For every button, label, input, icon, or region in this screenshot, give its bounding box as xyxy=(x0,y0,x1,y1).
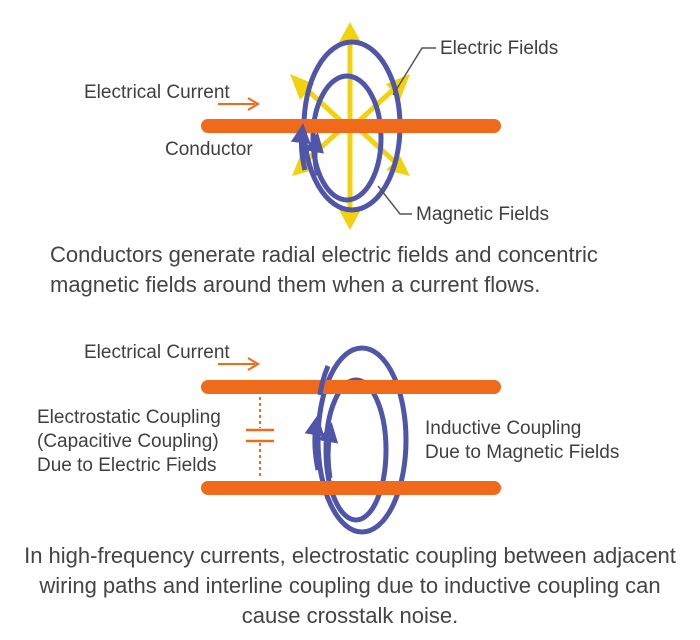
caption-bottom: In high-frequency currents, electrostati… xyxy=(24,543,676,628)
conductor-label: Conductor xyxy=(165,139,253,160)
diagram-two-conductors: Electrical Current Electrostatic Couplin… xyxy=(37,342,619,535)
electric-fields-label: Electric Fields xyxy=(440,38,558,59)
magnetic-field-direction-arrows xyxy=(290,123,324,176)
current-arrow-icon xyxy=(218,357,260,371)
electrostatic-label-line1: Electrostatic Coupling xyxy=(37,407,221,428)
capacitor-symbol-icon xyxy=(246,397,274,478)
current-label: Electrical Current xyxy=(84,82,230,103)
magnetic-field-direction-arrows xyxy=(304,365,339,479)
magnetic-fields-label: Magnetic Fields xyxy=(416,204,549,225)
leader-lines xyxy=(377,47,436,215)
diagram-single-conductor: Electrical Current Conductor xyxy=(84,22,558,230)
electrostatic-label-line2: (Capacitive Coupling) xyxy=(37,431,219,452)
inductive-label-line2: Due to Magnetic Fields xyxy=(425,442,619,463)
current-label: Electrical Current xyxy=(84,342,230,363)
current-arrow-icon xyxy=(218,97,260,111)
electrostatic-label-line3: Due to Electric Fields xyxy=(37,455,217,476)
inductive-label-line1: Inductive Coupling xyxy=(425,418,581,439)
caption-top: Conductors generate radial electric fiel… xyxy=(50,242,598,297)
